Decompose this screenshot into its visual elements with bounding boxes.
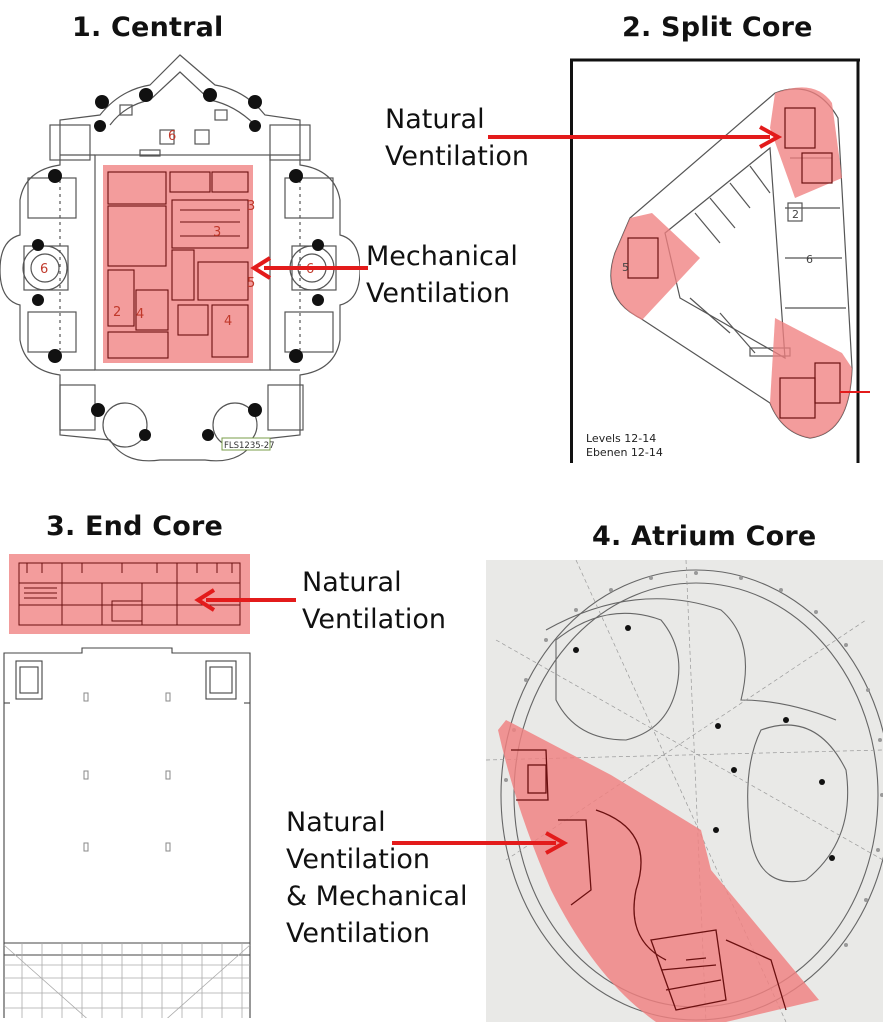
label-line: Ventilation [302,604,446,635]
room-number: 3 [213,225,221,240]
room-number: 5 [622,261,629,274]
plan-caption-line: Ebenen 12-14 [586,446,663,459]
room-number: 2 [792,208,799,221]
room-number: 6 [806,253,813,266]
split-core-highlight-top [770,87,842,198]
panel-title-central: 1. Central [72,12,224,43]
label-line: Ventilation [366,278,510,309]
label-line: Mechanical [366,241,518,272]
label-line: Ventilation [385,141,529,172]
end-core-floor-plan [3,554,251,1018]
room-number: 6 [40,262,48,277]
room-number: 4 [224,314,232,329]
panel-title-atrium-core: 4. Atrium Core [592,521,817,552]
plan-code-label: FLS1235-27 [224,441,275,451]
panel-title-end-core: 3. End Core [46,511,224,542]
label-line: Natural [302,567,402,598]
split-core-highlight-left [611,213,700,320]
central-ventilation-label: Mechanical Ventilation [366,238,518,312]
label-line: & Mechanical [286,881,468,912]
end-core-callout-arrow [194,588,296,612]
central-core-floor-plan: 6 6 6 3 2 4 4 5 3 FLS1235-27 [0,54,360,462]
atrium-core-callout-arrow [392,831,569,855]
room-number: 5 [247,276,255,291]
label-line: Natural [286,807,386,838]
plan-caption-line: Levels 12-14 [586,432,656,445]
atrium-core-highlight [498,720,819,1022]
label-line: Natural [385,104,485,135]
room-number: 3 [247,199,255,214]
room-number: 6 [168,129,176,144]
end-core-ventilation-label: Natural Ventilation [302,564,446,638]
label-line: Ventilation [286,918,430,949]
panel-title-split-core: 2. Split Core [622,12,813,43]
central-callout-arrow [250,256,368,280]
atrium-core-floor-plan [486,560,883,1022]
room-number: 2 [113,305,121,320]
split-core-floor-plan: 2 6 5 Levels 12-14 Ebenen 12-14 [570,58,870,463]
split-core-ventilation-label: Natural Ventilation [385,101,529,175]
label-line: Ventilation [286,844,430,875]
atrium-core-ventilation-label: Natural Ventilation & Mechanical Ventila… [286,804,468,952]
room-number: 4 [136,307,144,322]
split-core-callout-arrow [488,125,783,149]
